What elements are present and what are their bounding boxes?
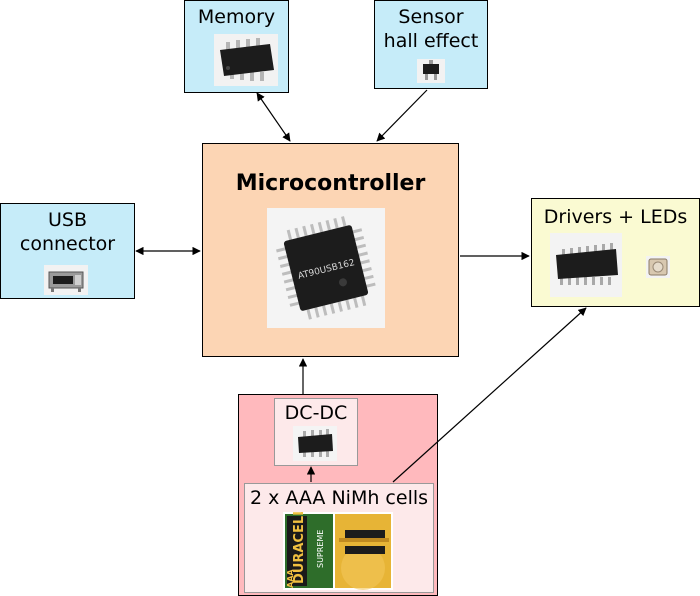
usb-connector-icon <box>44 265 88 295</box>
hall-sensor-icon <box>417 59 445 83</box>
battery-cells-label: 2 x AAA NiMh cells <box>249 487 429 509</box>
memory-chip-icon <box>214 34 278 86</box>
led-icon <box>646 256 670 278</box>
sensor-label-line1: Sensor <box>398 6 464 28</box>
battery-aaa-text: AAA <box>286 569 295 588</box>
memory-block: Memory <box>184 0 289 93</box>
driver-ic-icon <box>550 233 622 297</box>
usb-label-line2: connector <box>19 233 116 255</box>
microcontroller-label: Microcontroller <box>235 171 426 196</box>
drivers-leds-label: Drivers + LEDs <box>543 206 688 228</box>
dcdc-block: DC-DC <box>274 398 358 466</box>
battery-cells-block: 2 x AAA NiMh cells DURACELL SUPREME AAA <box>244 483 434 593</box>
usb-block: USB connector <box>0 203 135 299</box>
dcdc-chip-icon <box>293 426 337 461</box>
battery-brand-text: DURACELL <box>292 512 307 584</box>
memory-mcu-arrow <box>256 92 291 142</box>
memory-label: Memory <box>197 6 276 28</box>
battery-supreme-text: SUPREME <box>316 530 325 568</box>
dcdc-label: DC-DC <box>284 402 348 424</box>
drivers-leds-block: Drivers + LEDs <box>531 198 700 307</box>
sensor-label-line2: hall effect <box>383 30 479 52</box>
usb-label-line1: USB <box>47 209 87 231</box>
microcontroller-chip-icon: AT90USB162 <box>267 208 385 328</box>
cells-drivers-arrow <box>392 307 587 483</box>
microcontroller-block: Microcontroller AT90USB162 <box>202 143 459 357</box>
sensor-mcu-arrow <box>376 89 428 142</box>
battery-pack-icon: DURACELL SUPREME AAA <box>283 508 393 590</box>
sensor-block: Sensor hall effect <box>374 0 488 89</box>
power-supply-block: DC-DC 2 x AAA NiMh cells DURACELL SUPREM… <box>238 394 438 596</box>
